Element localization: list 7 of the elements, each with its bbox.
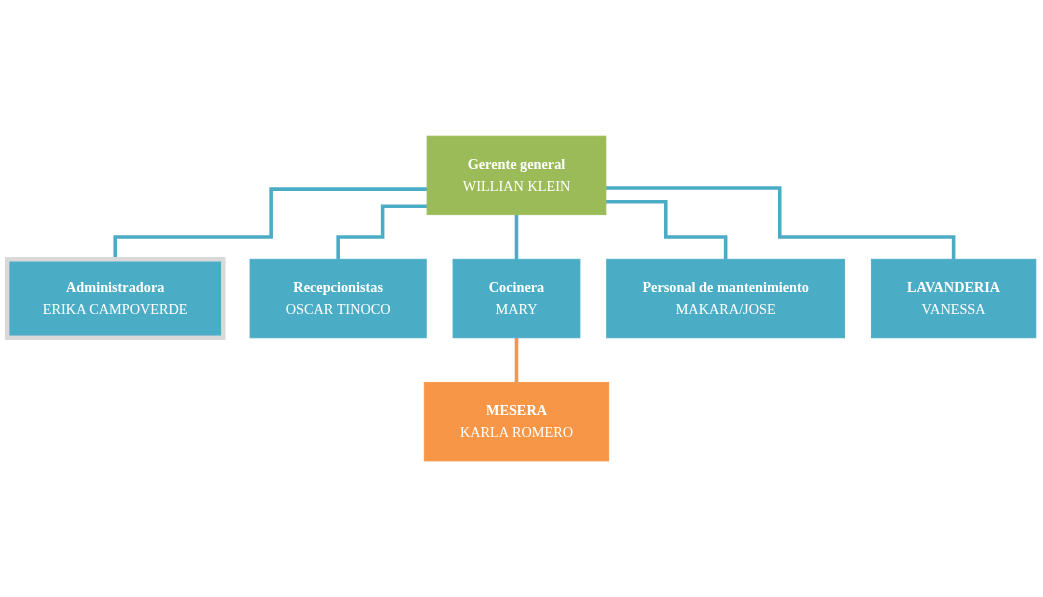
node-box: Gerente general WILLIAN KLEIN: [426, 135, 607, 216]
node-box: MESERA KARLA ROMERO: [423, 381, 610, 462]
node-box: Cocinera MARY: [452, 258, 581, 339]
node-box: Personal de mantenimiento MAKARA/JOSE: [606, 258, 846, 339]
node-box: Administradora ERIKA CAMPOVERDE: [4, 257, 226, 340]
node-box: Recepcionistas OSCAR TINOCO: [249, 258, 427, 339]
node-box: LAVANDERIA VANESSA: [870, 258, 1037, 339]
